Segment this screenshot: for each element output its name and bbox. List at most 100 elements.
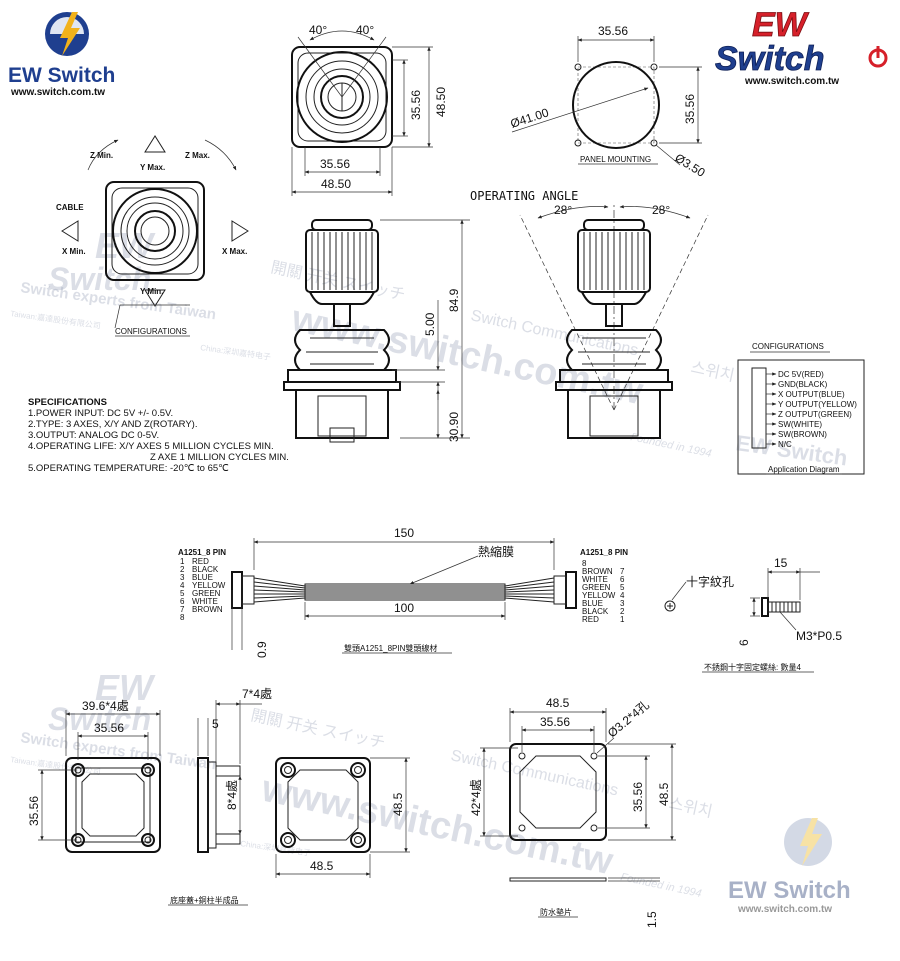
right-wire-number: 2: [620, 607, 625, 616]
left-wire-color: RED: [192, 557, 209, 566]
specifications: SPECIFICATIONS 1.POWER INPUT: DC 5V +/- …: [28, 397, 289, 474]
right-wire-number: 6: [620, 575, 625, 584]
label-x-min: X Min.: [62, 247, 86, 256]
dim-base-8: 8*4處: [225, 780, 239, 810]
logo-top-right: EW Switch www.switch.com.tw: [715, 6, 888, 87]
left-wire-number: 2: [180, 565, 185, 574]
dim-angle-28-right: 28°: [652, 203, 670, 217]
power-icon: [868, 46, 888, 68]
dim-cable-0-9: 0.9: [255, 641, 269, 658]
left-wire-color: WHITE: [192, 597, 218, 606]
label-z-max: Z Max.: [185, 151, 210, 160]
label-cable: CABLE: [56, 203, 84, 212]
left-wire-number: 1: [180, 557, 185, 566]
spec-line-6: 5.OPERATING TEMPERATURE: -20℃ to 65℃: [28, 463, 229, 474]
logo-top-left: EW Switch www.switch.com.tw: [8, 12, 115, 98]
watermark-langs-2: 開關 开关 スイッチ: [249, 706, 387, 752]
pin-label: Z OUTPUT(GREEN): [778, 410, 852, 419]
pin-label: GND(BLACK): [778, 380, 828, 389]
watermark-china-line: China:深圳嘉特电子: [200, 342, 272, 362]
right-wire-number: 4: [620, 591, 625, 600]
right-wire-number: 5: [620, 583, 625, 592]
dim-side-84-9: 84.9: [447, 288, 461, 312]
caption-cable: 雙頭A1251_8PIN雙頭線材: [344, 643, 437, 653]
left-wire-number: 5: [180, 589, 185, 598]
dim-48-50-horizontal: 48.50: [321, 177, 351, 191]
logo-left-text: EW Switch: [8, 64, 115, 87]
gasket-drawing: 48.5 35.56 Ø3.2*4孔 42*4處 35.56 48.5 1.5 …: [469, 696, 676, 928]
logo-right-url: www.switch.com.tw: [744, 76, 839, 87]
dim-angle-28-left: 28°: [554, 203, 572, 217]
watermark-ew-2: EW: [95, 667, 156, 708]
dim-gasket-48-5-top: 48.5: [546, 696, 570, 710]
label-heat-shrink: 熱縮膜: [478, 544, 514, 559]
caption-application-diagram: Application Diagram: [768, 465, 840, 474]
lightning-icon: [60, 12, 80, 56]
spec-line-2: 2.TYPE: 3 AXES, X/Y AND Z(ROTARY).: [28, 419, 197, 430]
right-wire-number: 1: [620, 615, 625, 624]
pin-label: N/C: [778, 440, 792, 449]
lightning-icon-bottom: [800, 818, 822, 866]
logo-right-switch: Switch: [715, 40, 825, 78]
watermark-langs: 開關 开关 スイッチ: [269, 258, 407, 304]
left-wire-number: 3: [180, 573, 185, 582]
label-x-max: X Max.: [222, 247, 247, 256]
dim-panel-hole: Ø3.50: [672, 151, 707, 180]
dim-gasket-42: 42*4處: [469, 779, 483, 816]
spec-line-1: 1.POWER INPUT: DC 5V +/- 0.5V.: [28, 408, 173, 419]
label-screw-thread: M3*P0.5: [796, 629, 842, 643]
right-wire-color: BLACK: [582, 607, 609, 616]
dim-gasket-1-5: 1.5: [645, 911, 659, 928]
right-wire-color: BROWN: [582, 567, 613, 576]
caption-base: 底座蓋+銅柱半成品: [170, 895, 239, 905]
logo-bottom-text: EW Switch: [728, 877, 851, 904]
left-wire-color: GREEN: [192, 589, 221, 598]
dim-48-50-vertical: 48.50: [434, 87, 448, 117]
dim-base-35-56-horizontal: 35.56: [94, 721, 124, 735]
left-wire-number: 8: [180, 613, 185, 622]
label-cross-hole: 十字紋孔: [686, 574, 734, 589]
logo-bottom-url: www.switch.com.tw: [737, 904, 832, 915]
pin-label: X OUTPUT(BLUE): [778, 390, 845, 399]
dim-35-56-horizontal: 35.56: [320, 157, 350, 171]
dim-panel-top: 35.56: [598, 24, 628, 38]
title-operating-angle: OPERATING ANGLE: [470, 189, 578, 203]
caption-gasket: 防水墊片: [540, 907, 572, 917]
caption-screw: 不銹鋼十字固定螺絲: 數量4: [704, 662, 801, 672]
dim-screw-6: 6: [737, 639, 751, 646]
right-wire-color: GREEN: [582, 583, 611, 592]
dim-gasket-35-56-vertical: 35.56: [631, 782, 645, 812]
dim-gasket-hole: Ø3.2*4孔: [605, 698, 652, 740]
side-view: 84.9 5.00 30.90: [283, 219, 470, 443]
logo-right-ew: EW: [752, 6, 810, 44]
left-wire-number: 6: [180, 597, 185, 606]
x-min-arrow-icon: [61, 220, 79, 242]
label-z-min: Z Min.: [90, 151, 113, 160]
caption-configurations-right: CONFIGURATIONS: [752, 342, 824, 351]
screw-drawing: 十字紋孔 15 6 M3*P0.5 不銹鋼十字固定螺絲: 數量4: [664, 556, 842, 673]
dim-35-56-vertical: 35.56: [409, 90, 423, 120]
left-wire-number: 4: [180, 581, 185, 590]
left-wire-color: BLACK: [192, 565, 219, 574]
dim-cable-150: 150: [394, 526, 414, 540]
dim-base-7: 7*4處: [242, 687, 272, 701]
dim-base-48-5-horizontal: 48.5: [310, 859, 334, 873]
spec-title: SPECIFICATIONS: [28, 397, 107, 408]
y-min-arrow-icon: [144, 289, 166, 307]
base-drawing: 39.6*4處 35.56 35.56 7*4處 5 8*4處 48.5: [27, 687, 410, 906]
dim-side-30-90: 30.90: [447, 412, 461, 442]
watermark-founded-2: Founded in 1994: [619, 871, 702, 900]
top-view: 40° 40° 35.56 48.50 35.56 48.50: [291, 23, 448, 196]
dim-base-48-5-vertical: 48.5: [391, 792, 405, 816]
right-wire-color: 8: [582, 559, 587, 568]
panel-mounting: 35.56 35.56 Ø41.00 Ø3.50 PANEL MOUNTING: [509, 24, 708, 180]
watermark-switch-2: Switch: [48, 701, 151, 737]
y-max-arrow-icon: [144, 135, 166, 153]
dim-base-35-56-vertical: 35.56: [27, 796, 41, 826]
cable-left-title: A1251_8 PIN: [178, 548, 226, 557]
dim-gasket-48-5-vertical: 48.5: [657, 782, 671, 806]
dim-side-5-00: 5.00: [423, 312, 437, 336]
dim-panel-diameter: Ø41.00: [509, 105, 551, 131]
spec-line-3: 3.OUTPUT: ANALOG DC 0-5V.: [28, 430, 159, 441]
